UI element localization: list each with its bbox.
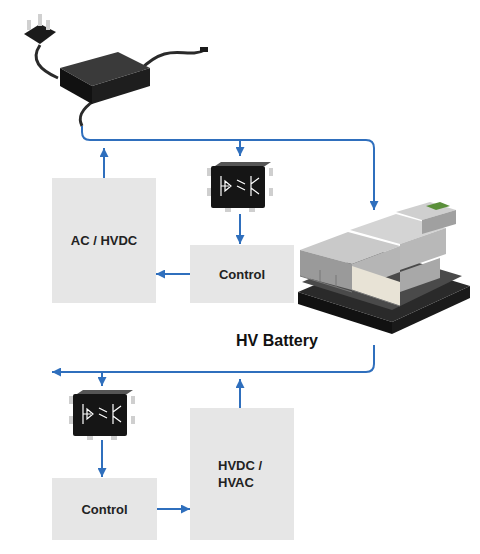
box-label: Control: [219, 266, 265, 283]
process-box: AC / HVDC: [52, 178, 156, 303]
box-label: AC / HVDC: [71, 232, 137, 249]
optocoupler-symbol: [207, 162, 273, 212]
flow-arrow: [156, 273, 190, 275]
charger-illustration: [24, 14, 208, 126]
part-label: HV Battery: [236, 332, 318, 350]
flow-arrow: [157, 508, 190, 510]
battery-illustration: [298, 202, 470, 334]
process-box: HVDC / HVAC: [190, 408, 294, 540]
optocoupler-symbol: [69, 390, 135, 440]
process-box: Control: [52, 478, 157, 540]
box-label: Control: [81, 501, 127, 518]
box-label: HVDC / HVAC: [218, 457, 278, 491]
process-box: Control: [190, 245, 294, 303]
